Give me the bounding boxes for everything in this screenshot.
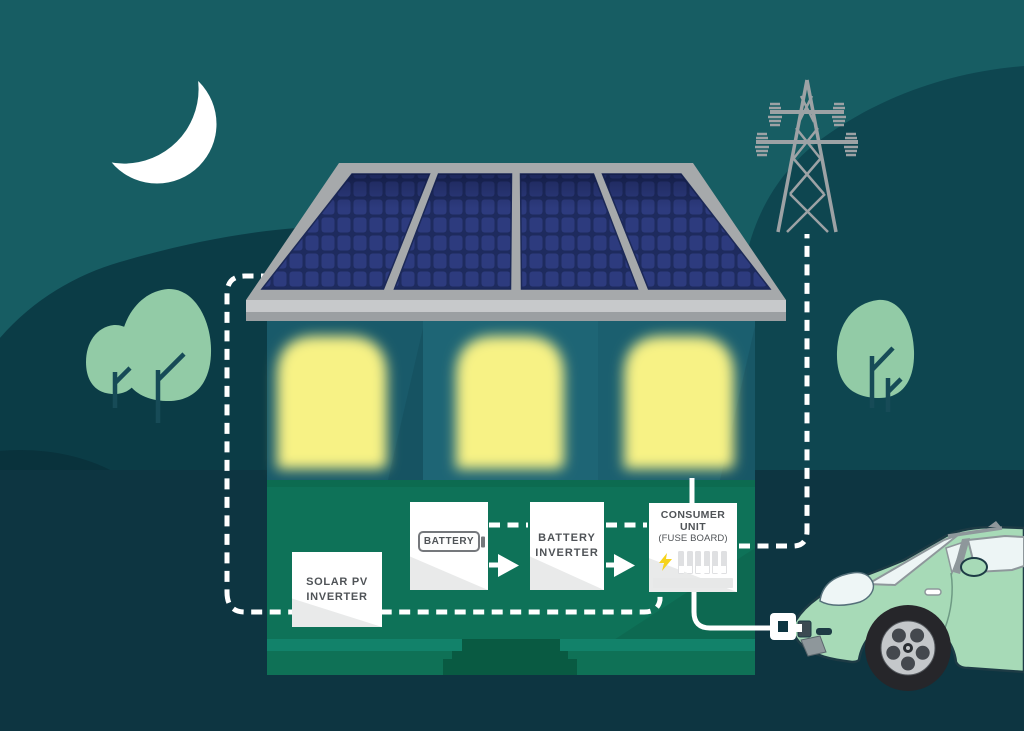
consumer-unit-sublabel: (FUSE BOARD) (658, 533, 728, 545)
battery-inverter-label-line2: INVERTER (535, 547, 599, 559)
car-antenna (988, 521, 1001, 527)
tree-icon-right (836, 299, 915, 412)
fuse-switch-icon (686, 551, 693, 575)
car-mirror (960, 557, 988, 577)
pylon-insulators (755, 102, 858, 157)
battery-label: BATTERY (423, 536, 475, 547)
fuse-switch-icon (712, 551, 719, 575)
battery-box: BATTERY (410, 502, 488, 590)
roof-fascia (246, 300, 786, 312)
consumer-unit-label-line1: CONSUMER (660, 509, 726, 521)
consumer-unit-base-bar (653, 578, 733, 588)
door-steps (443, 639, 577, 675)
battery-icon: BATTERY (417, 531, 481, 552)
car-door-handle (924, 588, 942, 596)
consumer-unit-box: CONSUMER UNIT (FUSE BOARD) (649, 503, 737, 592)
electricity-pylon-icon (755, 79, 858, 233)
solar-pv-inverter-label-line2: INVERTER (306, 590, 368, 603)
flow-arrow-icon (498, 554, 635, 577)
car-b-pillar (953, 538, 970, 574)
connection-lines (224, 234, 810, 631)
fuse-switch-icon (703, 551, 710, 575)
dashed-connection-line-grid (739, 234, 810, 549)
car-port-flap (800, 635, 827, 657)
tree-icon-left (86, 288, 212, 423)
charging-cable (691, 590, 772, 631)
car-headlight (819, 571, 875, 606)
house-icon (267, 321, 755, 675)
solar-panel-array-icon (246, 163, 786, 321)
dashed-connection-line-solar (224, 273, 272, 592)
far-hill-right (740, 66, 1024, 470)
car-wheel (865, 605, 951, 691)
electric-car-icon (770, 521, 1024, 691)
fuse-switch-icon (695, 551, 702, 575)
consumer-unit-label-line2: UNIT (679, 521, 707, 534)
fuse-switch-icon (678, 551, 685, 575)
solar-pv-inverter-label-line1: SOLAR PV (306, 575, 368, 588)
glowing-window-icon (277, 336, 734, 469)
fuse-switches (678, 551, 727, 575)
dashed-connection-line-bottom (224, 590, 663, 615)
solar-pv-inverter-box: SOLAR PV INVERTER (292, 552, 382, 627)
charging-plug-icon (770, 613, 802, 640)
battery-inverter-label-line1: BATTERY (538, 531, 596, 544)
lightning-bolt-icon (659, 552, 673, 574)
crescent-moon-icon (97, 64, 217, 184)
battery-inverter-box: BATTERY INVERTER (530, 502, 604, 590)
car-windshield (864, 534, 959, 587)
fuse-switch-icon (720, 551, 727, 575)
car-door-seam (944, 572, 953, 629)
